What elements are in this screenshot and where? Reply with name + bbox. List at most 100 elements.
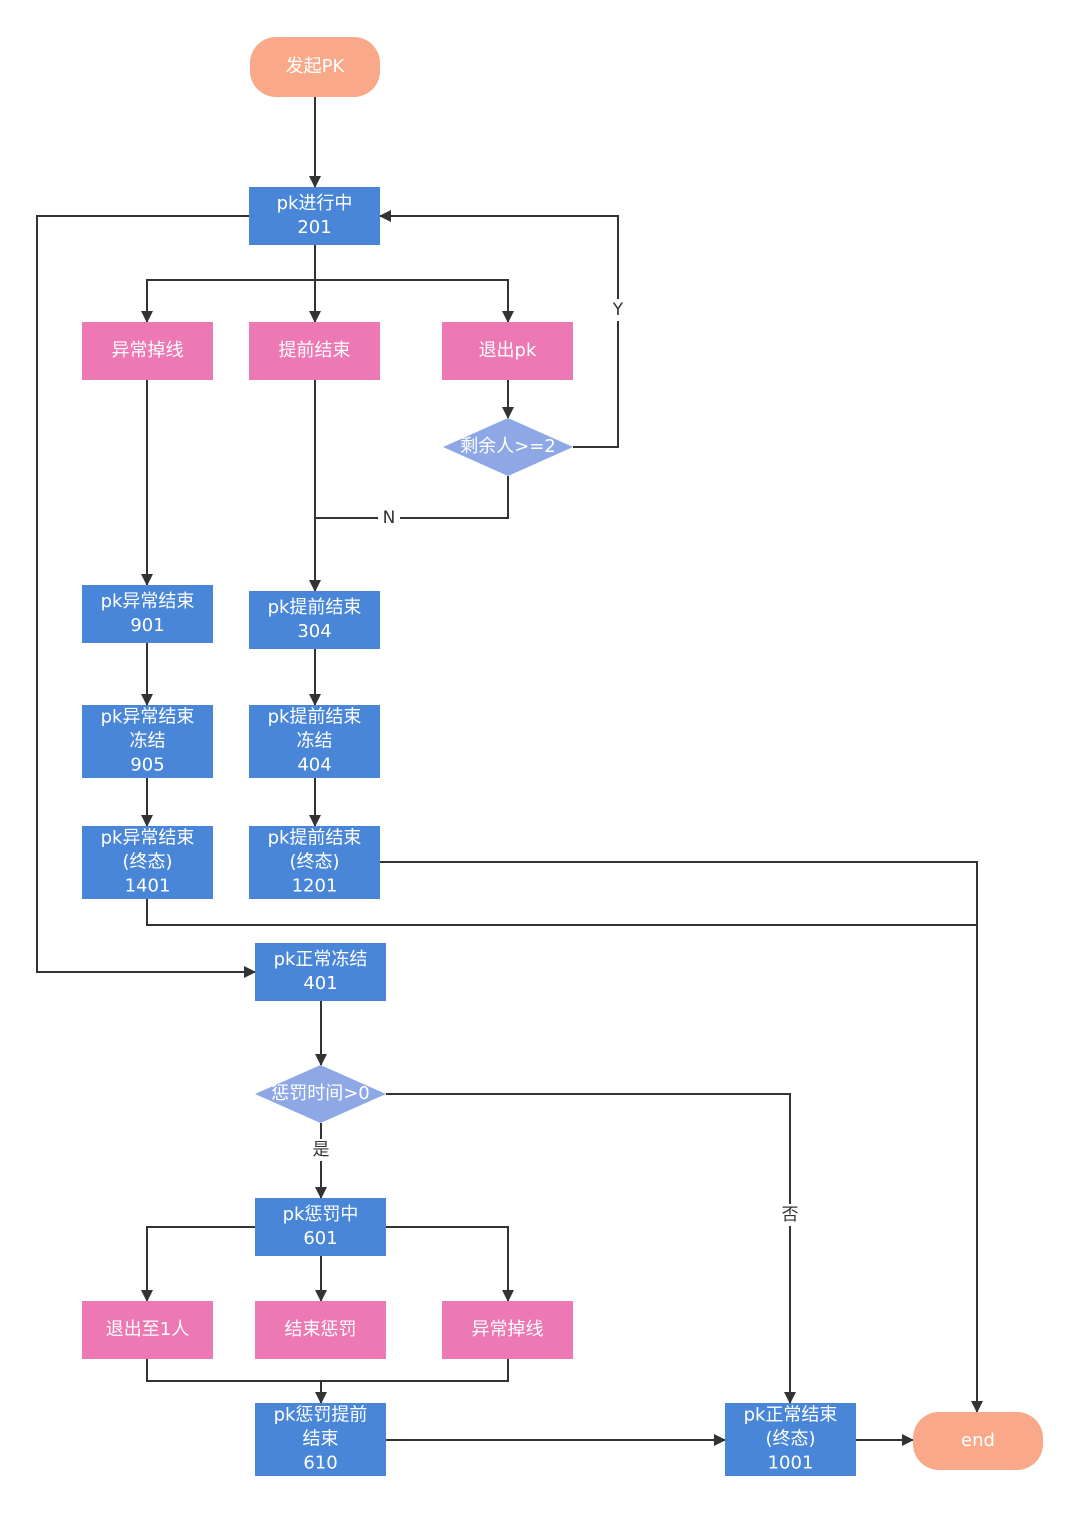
node-s1001: pk正常结束 (终态) 1001 [725,1403,856,1476]
node-remain-line-0: 剩余人>=2 [460,436,556,457]
node-quit1: 退出至1人 [82,1301,213,1359]
node-quit: 退出pk [442,322,573,380]
node-early-shape [249,322,380,380]
node-s1401-line-0: pk异常结束 [101,828,195,849]
node-s1001-line-1: (终态) [765,1429,815,1450]
node-s201-shape [249,187,380,245]
node-s601: pk惩罚中 601 [255,1198,386,1256]
node-s1401-line-2: 1401 [125,876,171,897]
node-drop2-shape [442,1301,573,1359]
node-remain-shape [443,418,573,476]
node-s1001-line-0: pk正常结束 [744,1405,838,1426]
nodes: 发起PKpk进行中201异常掉线提前结束退出pk剩余人>=2pk异常结束901p… [82,37,1043,1476]
node-penalty-line-0: 惩罚时间>0 [271,1083,370,1104]
node-quit-line-0: 退出pk [479,340,537,361]
node-s601-line-1: 601 [303,1228,337,1249]
edge-label-yes_loop: Y [612,300,624,320]
edge-remain-no [315,476,509,519]
node-s1201-line-2: 1201 [292,876,338,897]
node-remain: 剩余人>=2 [443,418,573,476]
node-start-line-0: 发起PK [286,56,346,77]
node-s1401-shape [82,826,213,899]
node-drop2-line-0: 异常掉线 [472,1319,544,1340]
node-s905-line-1: 冻结 [130,731,166,752]
node-s201: pk进行中 201 [249,187,380,245]
edge-1201-end [380,861,983,1413]
node-s404-line-0: pk提前结束 [268,707,362,728]
node-s1001-shape [725,1403,856,1476]
edge-601-quit1 [141,1226,255,1302]
node-penalty-shape [255,1065,386,1123]
edge-label-penalty_yes: 是 [313,1140,330,1160]
node-end-shape [913,1412,1043,1470]
node-endpen-shape [255,1301,386,1359]
node-s901-line-1: 901 [130,615,164,636]
node-s601-line-0: pk惩罚中 [283,1204,359,1225]
edge-quit1-610 [146,1359,509,1382]
node-drop1: 异常掉线 [82,322,213,380]
edge-label-bg-no_branch [378,507,400,529]
node-start-shape [250,37,380,97]
edge-201-quit [315,279,514,323]
node-s905-shape [82,705,213,778]
node-s905-line-2: 905 [130,755,164,776]
node-s401: pk正常冻结 401 [255,943,386,1001]
node-start: 发起PK [250,37,380,97]
node-penalty: 惩罚时间>0 [255,1065,386,1123]
edges [36,97,983,1446]
node-s610-line-2: 610 [303,1453,337,1474]
node-s201-line-1: 201 [297,217,331,238]
edge-201-drop1 [141,245,316,323]
node-s304-shape [249,591,380,649]
edge-label-bg-penalty_yes [310,1139,332,1161]
node-end: end [913,1412,1043,1470]
node-endpen-line-0: 结束惩罚 [285,1319,357,1340]
node-s610-line-0: pk惩罚提前 [274,1405,368,1426]
edge-201-401 [36,215,256,978]
node-s1401: pk异常结束 (终态) 1401 [82,826,213,899]
edge-label-penalty_no: 否 [782,1205,799,1225]
node-s401-line-1: 401 [303,973,337,994]
node-s404-line-2: 404 [297,755,331,776]
node-s1001-line-2: 1001 [768,1453,814,1474]
node-endpen: 结束惩罚 [255,1301,386,1359]
node-s901: pk异常结束 901 [82,585,213,643]
node-early: 提前结束 [249,322,380,380]
node-quit1-shape [82,1301,213,1359]
node-s1201-line-0: pk提前结束 [268,828,362,849]
node-s404-shape [249,705,380,778]
edge-penalty-no [386,1093,796,1404]
edge-label-no_branch: N [383,508,396,528]
node-drop2: 异常掉线 [442,1301,573,1359]
node-s304-line-0: pk提前结束 [268,597,362,618]
node-end-line-0: end [961,1430,995,1451]
node-s1401-line-1: (终态) [122,852,172,873]
node-s201-line-0: pk进行中 [277,193,353,214]
node-s1201-line-1: (终态) [289,852,339,873]
node-s401-shape [255,943,386,1001]
node-s404-line-1: 冻结 [297,731,333,752]
node-s905-line-0: pk异常结束 [101,707,195,728]
edge-labels: Y N 是否 [310,299,801,1226]
node-early-line-0: 提前结束 [279,340,351,361]
node-s901-shape [82,585,213,643]
edge-remain-yes [379,210,619,448]
node-s401-line-0: pk正常冻结 [274,949,368,970]
node-s610-line-1: 结束 [303,1429,339,1450]
node-drop1-line-0: 异常掉线 [112,340,184,361]
node-s1201-shape [249,826,380,899]
edge-label-bg-penalty_no [779,1204,801,1226]
node-quit-shape [442,322,573,380]
edge-1401-end [146,899,977,926]
node-quit1-line-0: 退出至1人 [106,1319,189,1340]
node-s901-line-0: pk异常结束 [101,591,195,612]
node-s1201: pk提前结束 (终态) 1201 [249,826,380,899]
edge-601-drop2 [386,1226,514,1302]
edge-label-bg-yes_loop [607,299,629,321]
